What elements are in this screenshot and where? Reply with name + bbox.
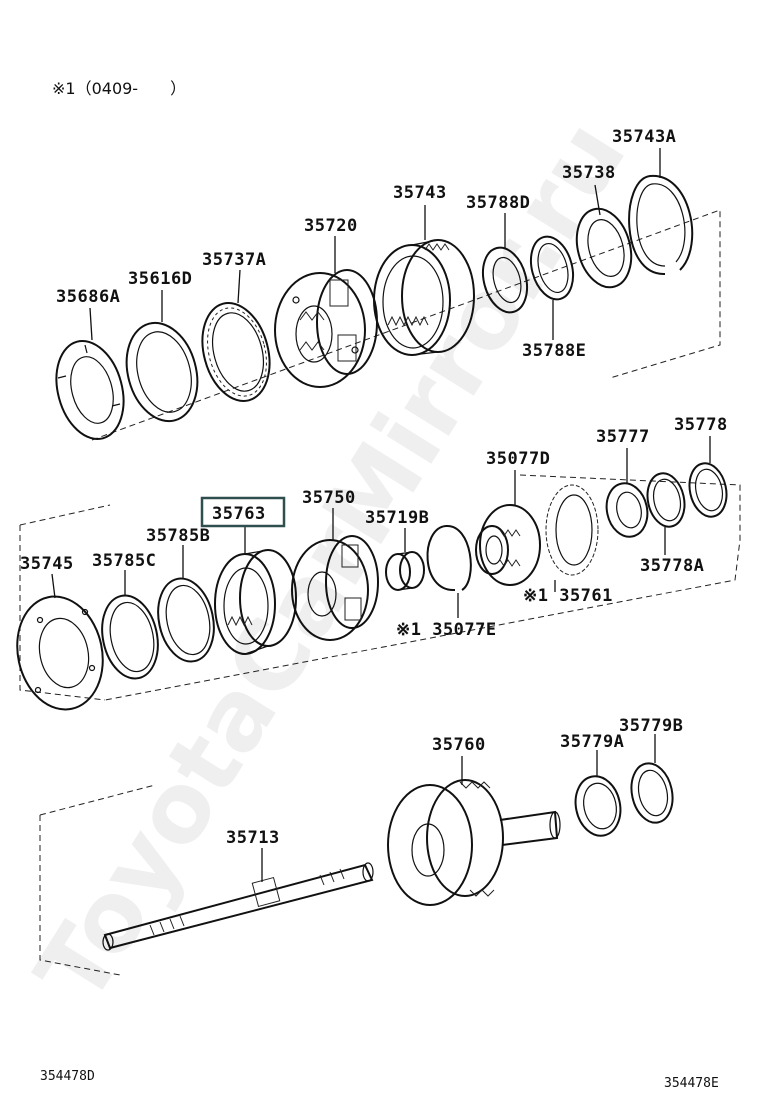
callout-35779B[interactable]: 35779B bbox=[619, 716, 683, 736]
callout-labels: 35743A 35738 35743 35788D 35720 35737A 3… bbox=[20, 127, 728, 848]
part-35788E-bearing[interactable] bbox=[524, 232, 579, 304]
callout-35778[interactable]: 35778 bbox=[674, 415, 728, 435]
part-35077E-snap-ring[interactable] bbox=[426, 524, 472, 592]
assembly-frame-middle bbox=[19, 474, 741, 701]
callout-35616D[interactable]: 35616D bbox=[128, 269, 192, 289]
callout-35788D[interactable]: 35788D bbox=[466, 193, 530, 213]
callout-35745[interactable]: 35745 bbox=[20, 554, 74, 574]
callout-35743[interactable]: 35743 bbox=[393, 183, 447, 203]
drawing-code-right: 354478E bbox=[664, 1076, 719, 1091]
callout-35737A[interactable]: 35737A bbox=[202, 250, 266, 270]
part-35785C-race[interactable] bbox=[95, 590, 165, 683]
assembly-frame-bottom bbox=[39, 784, 156, 976]
drawing-code-left: 354478D bbox=[40, 1069, 95, 1084]
callout-35720[interactable]: 35720 bbox=[304, 216, 358, 236]
part-35719B-needle-bearing[interactable] bbox=[385, 551, 425, 591]
callout-35686A[interactable]: 35686A bbox=[56, 287, 120, 307]
part-35616D-race[interactable] bbox=[116, 315, 208, 429]
callout-35777[interactable]: 35777 bbox=[596, 427, 650, 447]
part-35686A-washer[interactable] bbox=[46, 333, 134, 446]
callout-35779A[interactable]: 35779A bbox=[560, 732, 624, 752]
callout-35760[interactable]: 35760 bbox=[432, 735, 486, 755]
part-35720-planetary-carrier[interactable] bbox=[274, 269, 378, 388]
callout-35719B[interactable]: 35719B bbox=[365, 508, 429, 528]
part-35737A-bearing[interactable] bbox=[192, 295, 280, 408]
callout-35778A[interactable]: 35778A bbox=[640, 556, 704, 576]
part-35779A-race[interactable] bbox=[570, 772, 626, 840]
header-note: ※1（0409- ） bbox=[52, 79, 186, 98]
part-35713-intermediate-shaft[interactable] bbox=[102, 862, 374, 951]
callout-35077D[interactable]: 35077D bbox=[486, 449, 550, 469]
assembly-frame-top bbox=[91, 209, 721, 441]
part-35779B-bearing[interactable] bbox=[626, 759, 678, 826]
leader-lines bbox=[51, 148, 711, 882]
part-35778A-bearing[interactable] bbox=[643, 470, 689, 530]
part-35785B-bearing[interactable] bbox=[151, 573, 221, 666]
part-35738-washer[interactable] bbox=[569, 203, 640, 294]
part-35778-race[interactable] bbox=[685, 460, 731, 520]
callout-35763[interactable]: 35763 bbox=[212, 504, 266, 524]
part-35077D-one-way-clutch[interactable] bbox=[475, 504, 541, 586]
callout-35750[interactable]: 35750 bbox=[302, 488, 356, 508]
callout-35077E[interactable]: ※1 35077E bbox=[396, 620, 497, 640]
part-35788D-race[interactable] bbox=[476, 243, 534, 318]
callout-35743A[interactable]: 35743A bbox=[612, 127, 676, 147]
callout-35713[interactable]: 35713 bbox=[226, 828, 280, 848]
part-35745-oil-pump-cover[interactable] bbox=[7, 589, 113, 718]
part-35750-planetary-gear[interactable] bbox=[291, 535, 379, 641]
part-35760-drum[interactable] bbox=[387, 779, 561, 906]
callout-35738[interactable]: 35738 bbox=[562, 163, 616, 183]
callout-35785C[interactable]: 35785C bbox=[92, 551, 156, 571]
callout-35761[interactable]: ※1 35761 bbox=[523, 586, 613, 606]
part-35743A-snap-ring[interactable] bbox=[628, 174, 694, 276]
part-35743-ring-gear[interactable] bbox=[373, 239, 475, 356]
callout-35788E[interactable]: 35788E bbox=[522, 341, 586, 361]
callout-35785B[interactable]: 35785B bbox=[146, 526, 210, 546]
part-35761-gear-ring[interactable] bbox=[545, 484, 599, 576]
highlight-box bbox=[200, 496, 286, 528]
part-35777-race[interactable] bbox=[602, 479, 652, 540]
